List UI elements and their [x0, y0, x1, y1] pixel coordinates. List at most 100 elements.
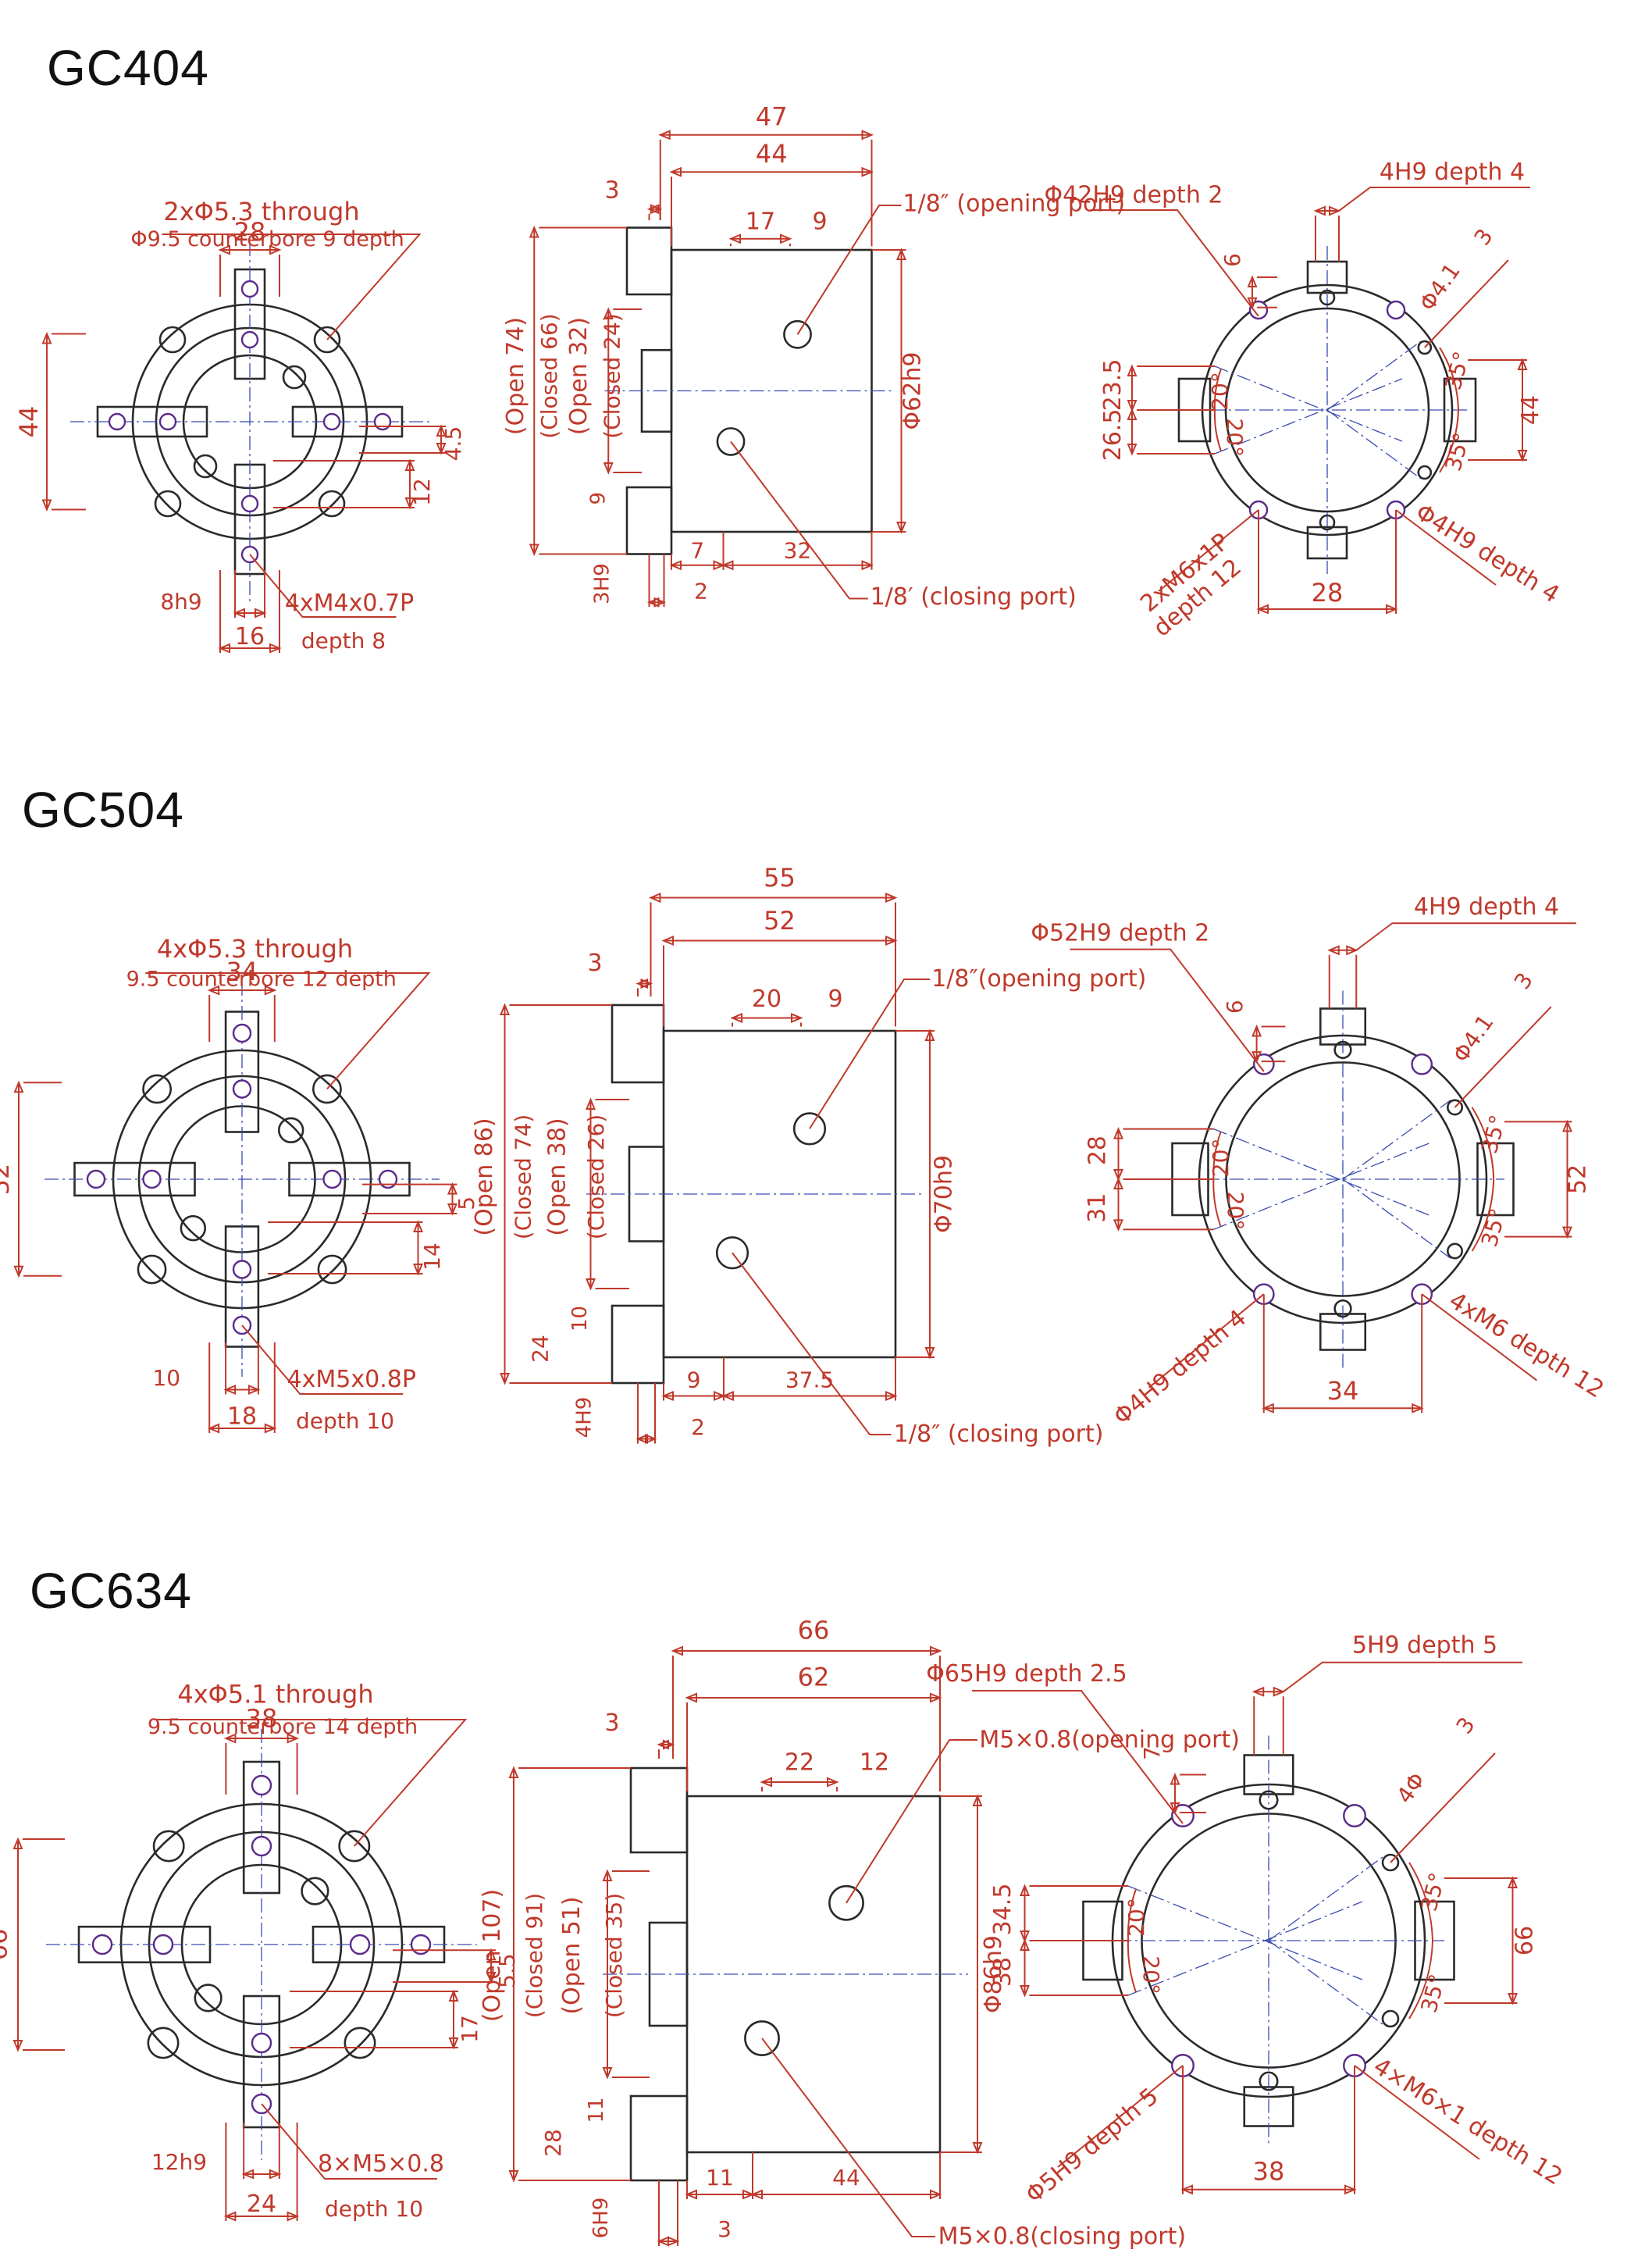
dim-lower-label: 38: [989, 1957, 1016, 1987]
note-right-leader: [1395, 509, 1497, 586]
note-bottom-leader: [241, 1324, 404, 1395]
port-opening: [792, 1112, 827, 1146]
note-bottom-line1: 4xM4x0.7P: [285, 590, 414, 617]
dim-r1-arrow1: [447, 1182, 458, 1195]
dim-41-leader: [1454, 1006, 1552, 1108]
dim-b1-arrow1: [233, 608, 245, 619]
note-top-line2: 9.5 counterbore 14 depth: [148, 1715, 418, 1739]
rear-pin-right-2: [1417, 465, 1433, 480]
note-top-leader: [145, 972, 431, 1090]
dim-lower-arrow1: [1020, 1938, 1030, 1951]
note-bottom-line1: 8×M5×0.8: [318, 2150, 444, 2177]
dim-b1-arrow2: [714, 1391, 726, 1401]
dim-top-arrow2: [287, 1733, 300, 1744]
dim-b2-arrow1: [223, 2211, 237, 2222]
dim-right-label: 66: [1511, 1926, 1539, 1955]
dim-right-arrow2: [1508, 1993, 1518, 2005]
dim-b3-arrow1: [636, 1434, 648, 1444]
dim-top-h9-arrow1: [1251, 1686, 1265, 1697]
dim-top-arrow2: [269, 244, 282, 255]
jaw-hole-7: [349, 1934, 371, 1955]
jaw-upper: [611, 1004, 665, 1084]
jaw-lower: [629, 2094, 689, 2182]
dim-41-leader: [1390, 1752, 1496, 1863]
port-opening: [783, 319, 812, 349]
dim-b1-arrow2: [255, 608, 267, 619]
dim-v7-label: 24: [528, 1335, 554, 1363]
dim-t5-label: 9: [828, 986, 842, 1013]
dim-v3-label: (Open 32): [565, 317, 593, 435]
note-top2-leader: [1355, 922, 1576, 951]
dim-dia-arrow1: [972, 1794, 983, 1806]
jaw-upper: [625, 226, 673, 296]
dim-3-label: 3: [1469, 224, 1498, 251]
dim-b2-label: 44: [832, 2165, 860, 2191]
dim-b2-arrow2: [930, 2189, 942, 2200]
dim-41-label: Φ4.1: [1415, 258, 1465, 315]
dim-v6-label: 6H9: [589, 2198, 613, 2239]
note-bottom-line2: depth 10: [296, 1408, 394, 1434]
jaw-hole-1: [232, 1079, 252, 1099]
dim-b1-arrow1: [223, 1385, 237, 1395]
angle-3-label: 35°: [1440, 348, 1475, 392]
dim-left-arrow2: [41, 499, 52, 512]
dim-t3-arrow2: [663, 1739, 675, 1750]
jaw-hole-4: [108, 412, 126, 431]
dim-t1-label: 66: [798, 1615, 830, 1645]
dim-b3-arrow2: [653, 597, 667, 608]
rear-tab-top: [1306, 260, 1348, 294]
port-open-label: 1/8″(opening port): [931, 965, 1146, 993]
angle-arc-2: [1212, 1178, 1222, 1228]
dim-v2-label: (Closed 91): [522, 1893, 547, 2018]
dim-top-label: 34: [226, 957, 258, 986]
dim-top-h9-arrow1: [1327, 945, 1340, 956]
dim-left-arrow2: [12, 2040, 23, 2052]
dim-b1-label: 12h9: [151, 2149, 207, 2175]
jaw-hole-0: [232, 1023, 252, 1043]
dim-r2-arrow1: [413, 1220, 423, 1232]
angle-arc-3: [1471, 1107, 1495, 1180]
jaw-hole-5: [152, 1934, 174, 1955]
angle-arc-3: [1408, 1862, 1433, 1941]
angle-line-4: [1326, 409, 1422, 479]
dim-v3-arrow1: [603, 307, 614, 319]
port-opening: [828, 1884, 864, 1921]
dim-bottom-arrow2: [1412, 1403, 1424, 1413]
note-top-line1: 4xΦ5.1 through: [177, 1679, 373, 1709]
dim-41-leader: [1424, 259, 1509, 348]
angle-3-label: 35°: [1415, 1870, 1451, 1913]
rear-pin-bottom: [1319, 514, 1336, 531]
rear-mount-hole-1: [1411, 1053, 1433, 1075]
mount-counterbore-1: [147, 2027, 180, 2059]
note-top1-label: Φ65H9 depth 2.5: [926, 1660, 1127, 1688]
dim-lower-arrow1: [1113, 1177, 1123, 1189]
dim-upper-arrow1: [1127, 364, 1138, 376]
note-top1-label: Φ52H9 depth 2: [1031, 920, 1209, 947]
jaw-hole-1: [240, 330, 259, 349]
dim-right-arrow1: [1517, 358, 1528, 370]
dim-t1-arrow1: [671, 1645, 683, 1656]
dim-v2-label: (Closed 74): [511, 1114, 536, 1239]
port-open-leader: [846, 1739, 977, 1904]
dim-top-label: 38: [246, 1704, 278, 1734]
angle-arc-2: [1127, 1940, 1137, 1993]
port-close-label: 1/8′ (closing port): [871, 583, 1077, 611]
dim-v1-arrow1: [529, 225, 539, 238]
note-top-leader: [162, 233, 422, 340]
dim-b1-arrow1: [669, 560, 682, 571]
dim-b3-label: 2: [691, 1414, 705, 1440]
note-bottom-leader: [249, 554, 397, 618]
angle-3-label: 35°: [1476, 1112, 1511, 1156]
dim-top-label: 28: [234, 217, 266, 247]
dim-b1-arrow2: [713, 560, 726, 571]
dim-bottom-arrow2: [1344, 2184, 1357, 2195]
note-right-label: 4xM6 depth 12: [1444, 1287, 1609, 1404]
dim-upper-arrow2: [1020, 1930, 1030, 1943]
jaw-hole-5: [142, 1169, 162, 1189]
dim-b2-arrow1: [218, 643, 230, 654]
dim-b2-label: 16: [235, 623, 265, 651]
dim-b2-label: 24: [247, 2191, 276, 2218]
dim-t2-arrow2: [885, 936, 898, 946]
